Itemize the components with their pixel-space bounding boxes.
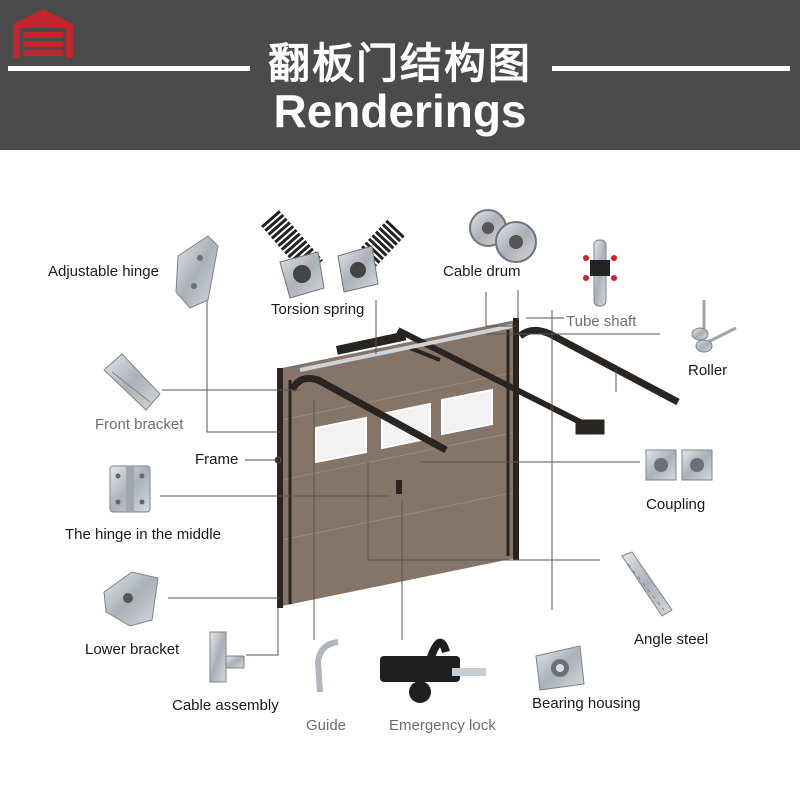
middle-hinge-icon	[109, 465, 151, 513]
label-torsion-spring: Torsion spring	[271, 301, 365, 318]
label-frame: Frame	[195, 451, 239, 468]
label-guide: Guide	[306, 717, 347, 734]
cable-drum-icon	[469, 209, 537, 263]
header-banner: 翻板门结构图 Renderings	[0, 0, 800, 150]
front-bracket-icon	[103, 353, 161, 411]
label-tube-shaft: Tube shaft	[566, 313, 637, 330]
bearing-housing-icon	[535, 645, 585, 691]
door-panel	[281, 320, 517, 606]
shaft-assembly	[299, 324, 513, 372]
label-adjustable-hinge: Adjustable hinge	[48, 263, 159, 280]
label-angle-steel: Angle steel	[634, 631, 709, 648]
tube-shaft-icon	[583, 239, 617, 307]
label-cable-assembly: Cable assembly	[172, 697, 279, 714]
title-english: Renderings	[273, 85, 527, 137]
label-bearing-housing: Bearing housing	[532, 695, 641, 712]
title-chinese: 翻板门结构图	[267, 40, 532, 87]
label-emergency-lock: Emergency lock	[389, 717, 496, 734]
label-cable-drum: Cable drum	[443, 263, 521, 280]
label-hinge-middle: The hinge in the middle	[65, 526, 221, 543]
angle-steel-icon	[621, 551, 673, 617]
title-rule-left	[8, 66, 250, 71]
guide-icon	[314, 639, 339, 693]
door-handle	[396, 480, 402, 494]
cable-assembly-icon	[209, 631, 245, 683]
garage-logo-icon	[13, 9, 73, 58]
adjustable-hinge-icon	[175, 235, 219, 309]
label-front-bracket: Front bracket	[95, 416, 184, 433]
label-coupling: Coupling	[646, 496, 706, 513]
lower-bracket-icon	[103, 571, 159, 627]
door-frame	[277, 318, 519, 608]
label-roller: Roller	[688, 362, 728, 379]
torsion-spring-icon	[260, 210, 405, 299]
leader-lines	[160, 290, 660, 656]
emergency-lock-icon	[380, 638, 486, 703]
label-lower-bracket: Lower bracket	[85, 641, 180, 658]
door-windows	[315, 388, 493, 464]
coupling-icon	[645, 449, 713, 481]
roller-icon	[691, 300, 737, 353]
title-rule-right	[552, 66, 790, 71]
